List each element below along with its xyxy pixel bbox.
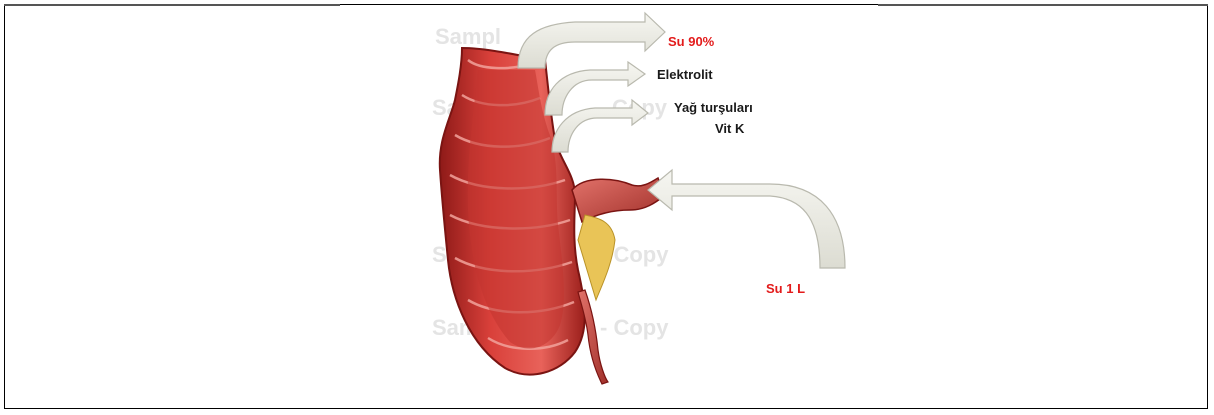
arrow-water-out: [518, 13, 665, 68]
arrow-fatty-acid-out: [552, 100, 648, 152]
label-water-absorbed: Su 90%: [668, 34, 714, 49]
mesentery-fat: [578, 215, 615, 300]
label-electrolytes: Elektrolit: [657, 67, 713, 82]
arrow-water-in: [648, 170, 845, 268]
svg-text:- Copy: - Copy: [600, 315, 669, 340]
label-fatty-acids: Yağ turşuları: [674, 100, 753, 115]
svg-text:Sampl: Sampl: [435, 24, 501, 49]
label-water-input: Su 1 L: [766, 281, 805, 296]
label-vitamin-k: Vit K: [715, 121, 744, 136]
